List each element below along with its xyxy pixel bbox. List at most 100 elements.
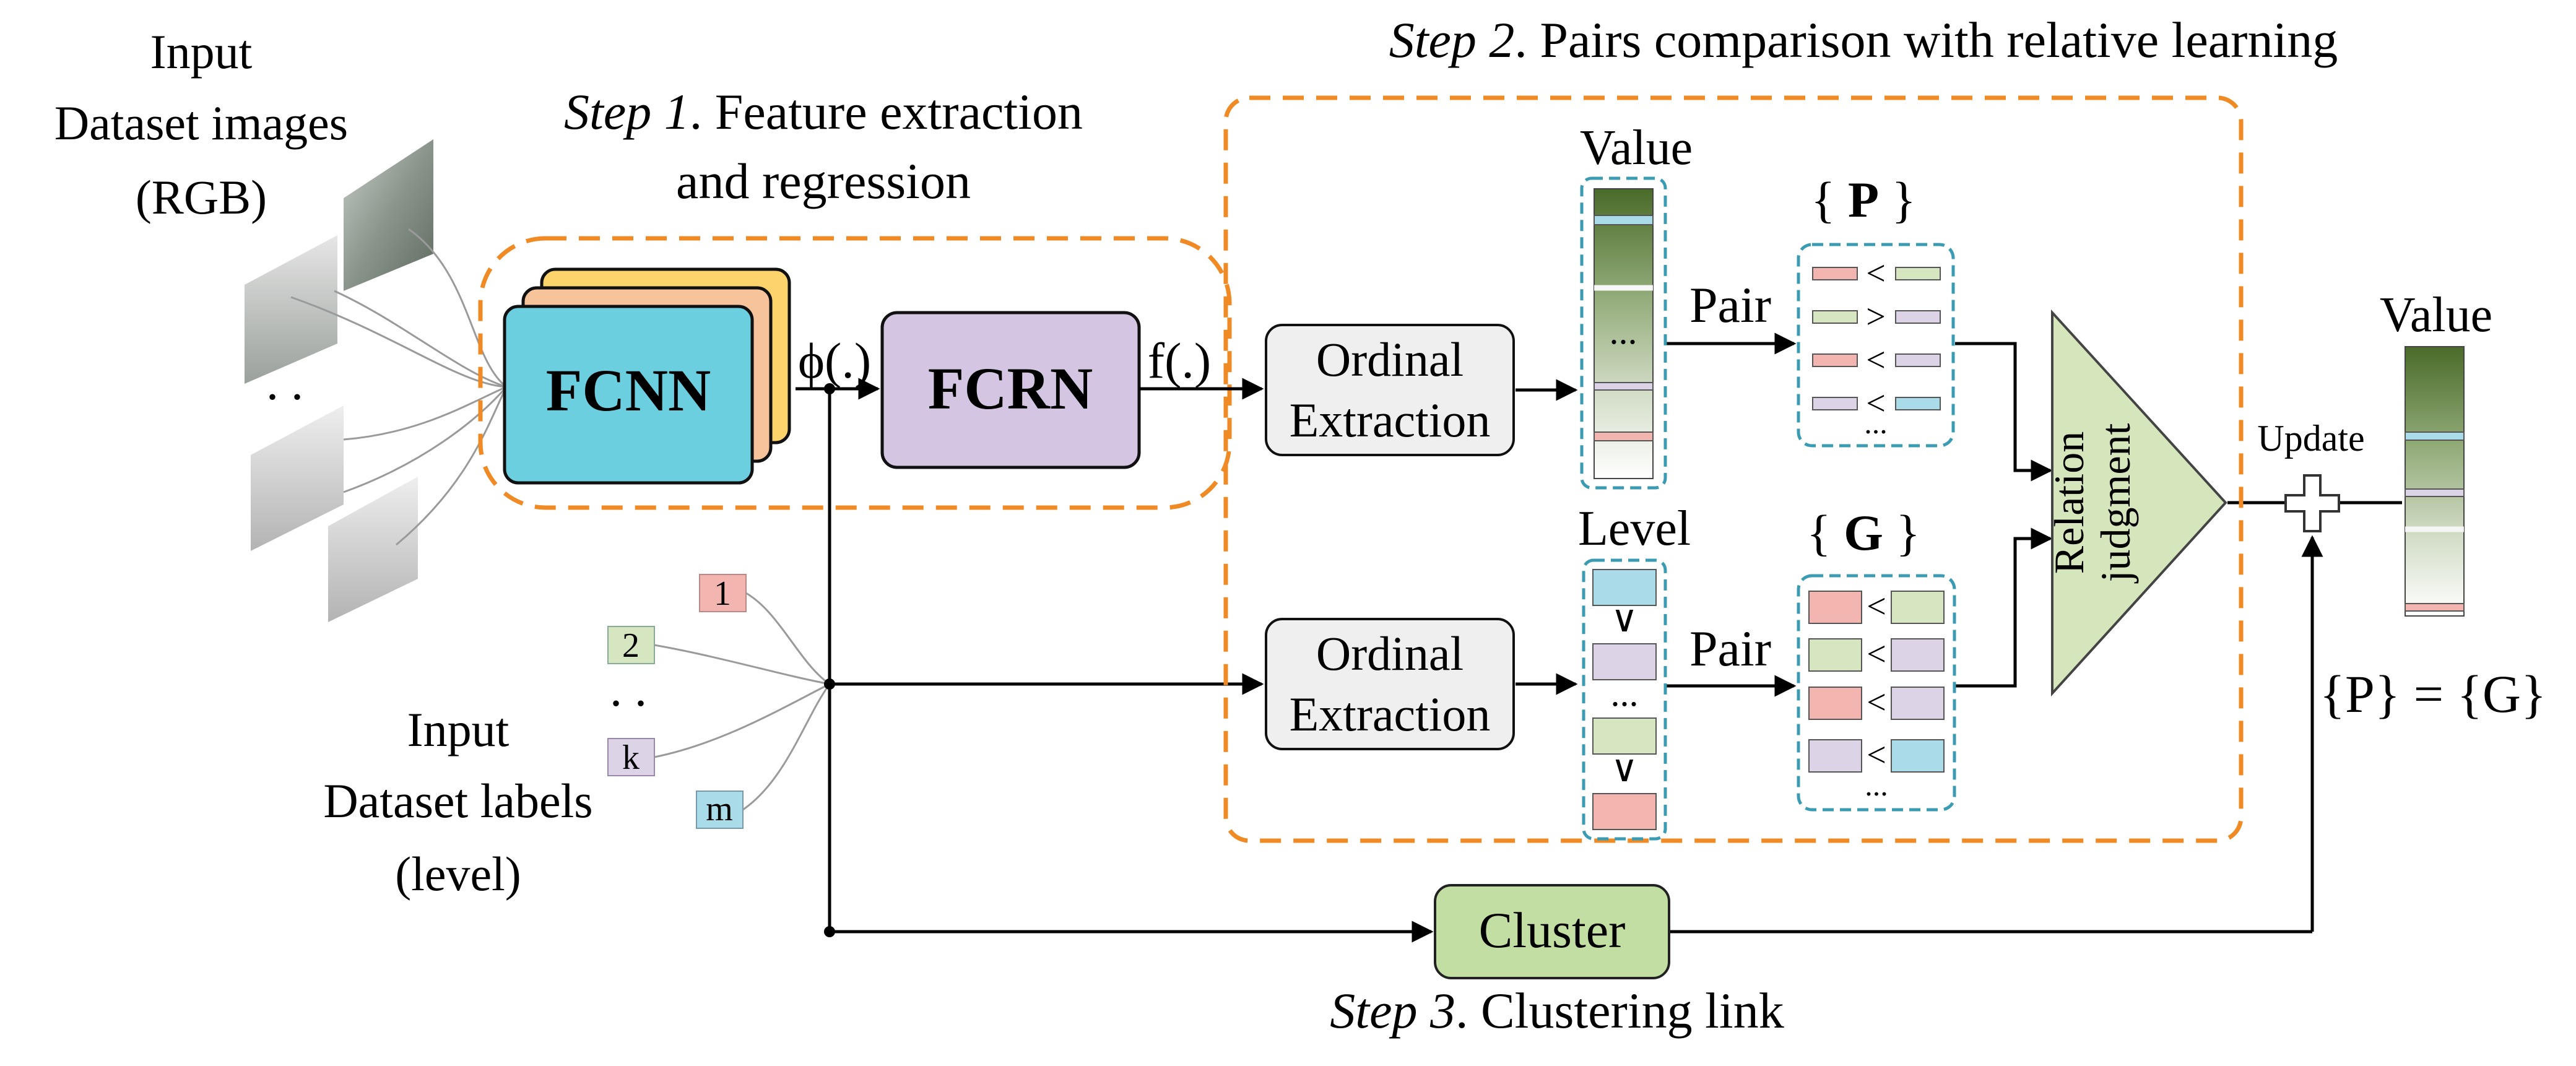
relation-line2: judgment [2092,423,2139,583]
g-dots: ... [1865,768,1888,802]
road-image-thumbnail [328,477,418,622]
g-pair3-left [1808,687,1862,720]
p-pair1-right [1895,267,1941,280]
p-pair3-right [1895,353,1941,367]
output-value-title: Value [2380,288,2492,342]
output-marker-red [2405,603,2465,612]
label-tag-m [696,791,744,829]
label-tag-2 [607,626,655,664]
input-images-label-line1: Input [150,25,253,79]
output-group: Update Value {P} = {G} [2257,288,2546,724]
pair-label-bottom: Pair [1689,620,1771,677]
p-pair4-right [1895,397,1941,410]
g-pair3-op: < [1867,683,1886,722]
level-box-green [1592,717,1657,755]
value-marker-blue [1594,215,1654,225]
p-pair4-op: < [1866,384,1886,423]
images-ellipsis: . . [266,356,303,410]
road-image-thumbnail [344,139,433,291]
junction-dot [824,926,835,937]
g-pair4-right [1891,739,1945,773]
input-images-label-line3: (RGB) [136,170,267,224]
value-dots: ... [1610,311,1637,352]
update-plus-icon [2284,474,2340,532]
value-bar [1594,188,1654,479]
p-pair2-right [1895,310,1941,324]
junction-dot [824,678,835,690]
relation-judgment-block [2051,309,2227,697]
p-pair3-op: < [1866,341,1886,379]
level-box-blue [1592,569,1657,606]
relation-line1: Relation [2045,431,2092,574]
level-box-red [1592,793,1657,830]
ordinal-extraction-bottom [1265,618,1515,750]
step1-dashed-region [478,236,1232,510]
phi-label: ϕ(.) [798,332,871,389]
label-tag-m-text: m [706,790,733,828]
output-equation: {P} = {G} [2320,664,2547,724]
p-pair2-left [1812,310,1858,324]
step1-title-line1: Step 1. Feature extraction [564,84,1083,140]
label-tag-1 [699,574,747,612]
step2-dashed-region [1223,95,2244,843]
g-set-box [1797,574,1956,812]
level-dots: ... [1611,673,1639,714]
step2-group: Step 2. Pairs comparison with relative l… [1223,12,2338,843]
label-tag-2-text: 2 [622,626,640,665]
p-set-box [1797,243,1955,448]
input-labels-label-line1: Input [407,703,510,756]
cluster-label: Cluster [1479,902,1626,958]
level-op-2: ∨ [1611,748,1638,789]
ordinal-bottom-line1: Ordinal [1316,626,1464,680]
output-value-bar [2405,346,2465,617]
level-column-title: Level [1578,501,1691,556]
p-pair1-op: < [1866,254,1886,293]
g-pair1-left [1808,591,1862,624]
ordinal-top-line1: Ordinal [1316,332,1464,386]
cluster-block [1434,884,1670,979]
g-pair1-op: < [1867,587,1886,626]
label-tag-1-text: 1 [714,574,731,613]
step1-group: Step 1. Feature extraction and regressio… [478,84,1232,510]
step2-title: Step 2. Pairs comparison with relative l… [1389,12,2338,68]
value-marker-red [1594,431,1654,441]
p-set-title: { P } [1811,171,1916,228]
g-pair3-right [1891,687,1945,720]
g-pair1-right [1891,591,1945,624]
p-dots: ... [1864,405,1888,440]
g-pair2-right [1891,638,1945,672]
g-pair2-left [1808,638,1862,672]
step3-title: Step 3. Clustering link [1330,982,1784,1039]
step1-title-line2: and regression [676,153,971,209]
output-marker-purple [2405,488,2465,497]
input-images-label-line2: Dataset images [54,96,348,150]
pair-label-top: Pair [1689,277,1771,333]
input-labels-label-line3: (level) [395,847,521,901]
road-image-thumbnail [251,405,344,551]
label-tag-k-text: k [622,739,640,777]
level-op-1: ∨ [1611,599,1638,639]
level-box-purple [1592,643,1657,680]
g-set-title: { G } [1806,505,1920,561]
level-column-dashed [1582,558,1667,841]
output-marker-blue [2405,431,2465,441]
p-pair3-left [1812,353,1858,367]
p-pair1-left [1812,267,1858,280]
fcnn-label: FCNN [546,357,711,423]
input-labels-label-line2: Dataset labels [323,774,592,828]
g-pair4-op: < [1867,736,1886,774]
road-image-thumbnail [245,235,337,384]
step3-group: Cluster Step 3. Clustering link [1330,884,1784,1039]
f-label: f(.) [1148,332,1211,389]
update-label: Update [2257,418,2364,459]
value-column-dashed [1580,176,1667,490]
junction-dot [824,383,835,394]
ordinal-bottom-line2: Extraction [1290,687,1491,741]
g-pair2-op: < [1867,635,1886,674]
ordinal-top-line2: Extraction [1290,393,1491,447]
p-pair2-op: > [1866,298,1886,336]
g-pair4-left [1808,739,1862,773]
p-pair4-left [1812,397,1858,410]
input-labels-group: 1 2 . . k m Input Dataset labels (level) [323,574,831,901]
